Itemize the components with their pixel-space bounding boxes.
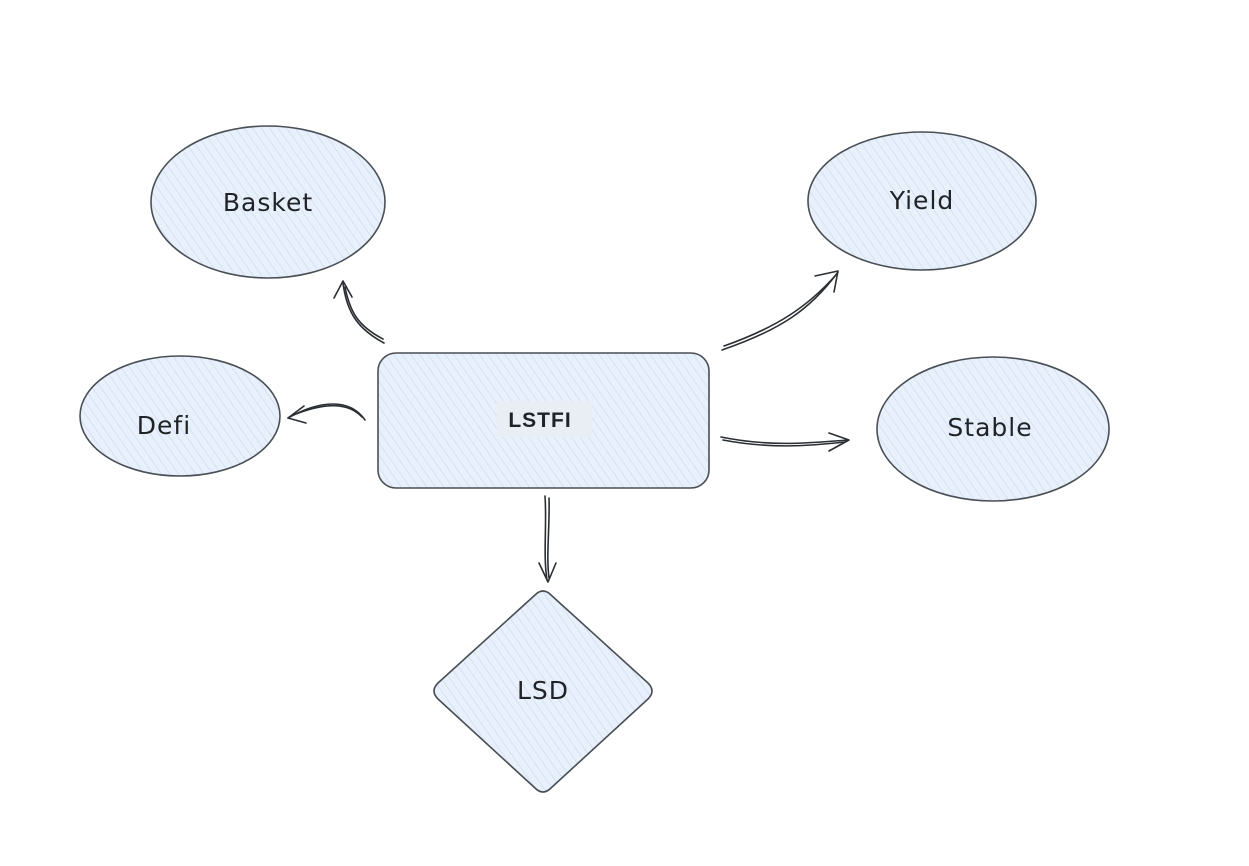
lsd-label: LSD (517, 676, 569, 705)
defi-ellipse (79, 355, 281, 477)
yield-ellipse (807, 131, 1037, 271)
arrow-to-basket (333, 280, 385, 344)
lstfi-label: LSTFI (508, 409, 571, 432)
arrow-to-stable (720, 432, 850, 452)
arrow-to-yield (721, 270, 839, 351)
basket-node[interactable]: Basket (150, 125, 386, 279)
yield-node[interactable]: Yield (807, 131, 1037, 271)
stable-ellipse (876, 356, 1110, 502)
arrow-to-lsd (538, 495, 557, 583)
arrow-to-defi (287, 403, 366, 424)
stable-label: Stable (947, 413, 1032, 442)
stable-node[interactable]: Stable (876, 356, 1110, 502)
lstfi-label-background (497, 401, 592, 437)
lstfi-center-node[interactable]: LSTFI (377, 352, 710, 489)
defi-label: Defi (137, 411, 191, 440)
lsd-node[interactable]: LSD (433, 590, 653, 793)
basket-ellipse (150, 125, 386, 279)
yield-label: Yield (889, 186, 955, 215)
basket-label: Basket (223, 188, 313, 217)
lsd-diamond (433, 590, 653, 793)
defi-node[interactable]: Defi (79, 355, 281, 477)
